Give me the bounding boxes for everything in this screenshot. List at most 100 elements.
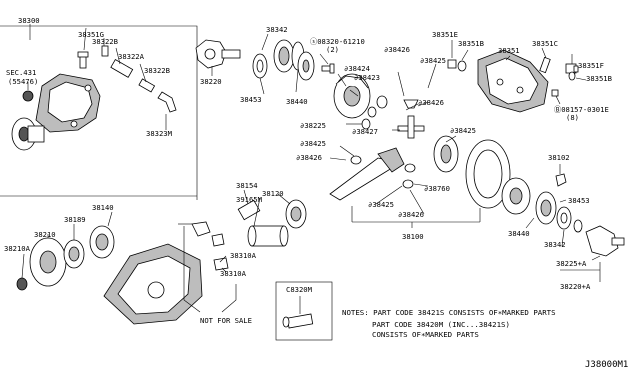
label-38425-c: ∂38425 [450, 126, 476, 135]
label-38189: 38189 [64, 215, 86, 224]
pinion-shaft-cross [397, 115, 425, 139]
notes-line1: NOTES: PART CODE 38421S CONSISTS OF∗MARK… [342, 308, 556, 317]
gasket-38351B [457, 60, 467, 72]
label-38760: ∂38760 [424, 184, 450, 193]
diff-case-right [501, 177, 531, 215]
label-38102: 38102 [548, 153, 570, 162]
label-38351E: 38351E [432, 30, 458, 39]
leader-lines [21, 33, 601, 314]
bearing-38189 [63, 239, 85, 269]
label-38100: 38100 [402, 232, 424, 241]
breather-hose-b [138, 78, 156, 93]
bearing-38140 [89, 225, 115, 259]
label-38426-b: ∂38426 [296, 153, 322, 162]
pinion-mates-middle [350, 155, 416, 189]
rubber-mount-mid [211, 233, 225, 247]
label-38342-r: 38342 [544, 240, 566, 249]
pinion-shaft-spacer [247, 225, 289, 247]
label-38225A: 38225+A [556, 259, 587, 268]
differential-case [333, 73, 371, 119]
gasket-38351B-b [568, 71, 576, 81]
label-38425-a: ∂38425 [420, 56, 446, 65]
side-gear-washers [361, 95, 388, 130]
label-08320-qty: (2) [326, 45, 339, 54]
label-38220-top: 38220 [200, 77, 222, 86]
side-bearing-middle [433, 135, 459, 173]
label-38210: 38210 [34, 230, 56, 239]
breather-hose-a [110, 58, 134, 78]
companion-flange-front [195, 39, 241, 69]
oil-seal-38210A [16, 277, 28, 291]
label-38310A-b: 38310A [220, 269, 247, 278]
label-38322A: 38322A [118, 52, 145, 61]
bearing-38120 [285, 199, 307, 229]
label-38300: 38300 [18, 16, 40, 25]
label-08320: ⓢ08320-61210 [310, 37, 365, 46]
inset-frame [0, 25, 198, 200]
label-38351B: 38351B [458, 39, 484, 48]
label-38425-b: ∂38425 [300, 139, 326, 148]
label-08157-qty: (8) [566, 113, 579, 122]
label-38351: 38351 [498, 46, 520, 55]
ring-gear [465, 139, 511, 209]
bearing-right [535, 191, 557, 225]
label-38342-top: 38342 [266, 25, 288, 34]
filler-plug-38351E [447, 59, 457, 69]
label-38440-r: 38440 [508, 229, 530, 238]
label-38351F: 38351F [578, 61, 604, 70]
rubber-mount-rear [213, 257, 229, 271]
inset-leaders [27, 24, 167, 130]
label-38426-a: ∂38426 [384, 45, 410, 54]
label-38210A: 38210A [4, 244, 31, 253]
label-38425-d: ∂38425 [368, 200, 394, 209]
bolt-08157 [551, 89, 559, 97]
breather-plug [77, 51, 89, 69]
rear-cover [477, 49, 549, 113]
bolt-38102 [555, 173, 567, 187]
label-38154: 38154 [236, 181, 258, 190]
label-38351G: 38351G [78, 30, 104, 39]
label-38322B-b: 38322B [144, 66, 170, 75]
label-08157: Ⓑ08157-0301E [554, 105, 609, 114]
diagram-code: J38000M1 [585, 360, 628, 370]
label-38120: 38120 [262, 189, 284, 198]
seal-sec431 [22, 90, 34, 102]
snap-ring-right [573, 219, 583, 233]
label-not-for-sale: NOT FOR SALE [200, 316, 252, 325]
pinion-mate-gear-top [403, 99, 419, 109]
notes-line2: PART CODE 38420M (INC...38421S) [372, 320, 510, 329]
c38320m-part [282, 313, 314, 329]
label-sec-ref-line2: (55476) [8, 77, 38, 86]
label-38453-top: 38453 [240, 95, 262, 104]
label-38427: ∂38427 [352, 127, 378, 136]
label-38351C: 38351C [532, 39, 558, 48]
bolt-08320 [321, 63, 335, 74]
oil-seal-top [252, 53, 268, 79]
label-38423: ∂38423 [354, 73, 380, 82]
label-39165M: 39165M [236, 195, 263, 204]
drive-pinion-gear [329, 147, 405, 201]
label-38424: ∂38424 [344, 64, 370, 73]
gear-carrier-housing [103, 243, 203, 325]
c38320m-box [275, 281, 333, 341]
label-38440-top: 38440 [286, 97, 308, 106]
label-38310A-a: 38310A [230, 251, 257, 260]
label-38140: 38140 [92, 203, 114, 212]
rubber-mount-front [191, 221, 211, 237]
label-38426-d: ∂38426 [398, 210, 424, 219]
spacer-38154 [237, 199, 261, 221]
carrier-38210 [29, 237, 67, 287]
side-flange-right [585, 225, 625, 257]
bearing-shim-right [556, 206, 572, 230]
label-38320M: C8320M [286, 285, 313, 294]
label-38351B-b: 38351B [586, 74, 612, 83]
bearing-race-top [297, 51, 315, 81]
breather-tube [157, 91, 177, 113]
notes-line3: CONSISTS OF∗MARKED PARTS [372, 330, 479, 339]
label-38453-r: 38453 [568, 196, 590, 205]
breather-clip [101, 45, 109, 57]
stud-38351C [539, 56, 551, 74]
label-38322B-a: 38322B [92, 37, 118, 46]
label-38426-c: ∂38426 [418, 98, 444, 107]
